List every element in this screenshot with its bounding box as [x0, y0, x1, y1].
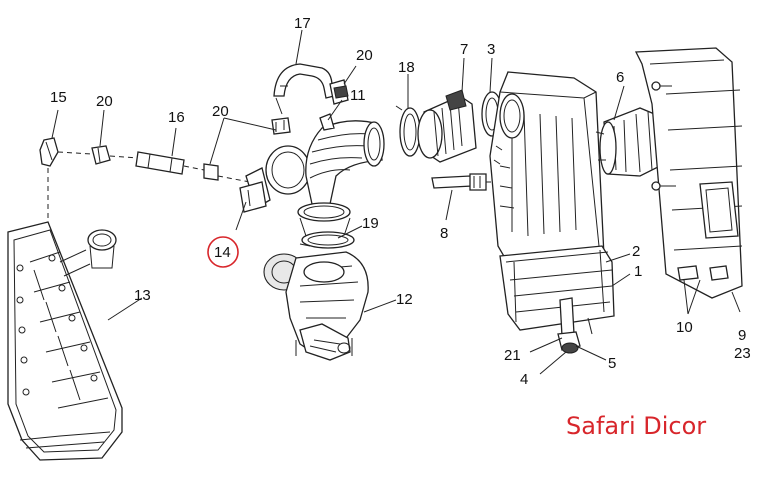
callout-12: 12	[396, 291, 413, 308]
callout-16: 16	[168, 109, 185, 126]
air-inlet-duct-part	[595, 47, 743, 299]
callout-1: 1	[634, 263, 643, 280]
air-temperature-sensor-part	[431, 173, 506, 191]
watermark-text: Safari Dicor	[566, 412, 707, 440]
callout-8: 8	[440, 225, 449, 242]
air-intake-elbow-part	[239, 117, 311, 213]
intake-hose-part	[297, 113, 385, 249]
callout-20-left: 20	[96, 93, 113, 110]
turbocharger-part	[263, 251, 369, 361]
callout-9: 9	[738, 327, 747, 344]
callout-20-mid: 20	[212, 103, 229, 120]
callout-15: 15	[50, 89, 67, 106]
callout-21: 21	[504, 347, 521, 364]
callout-19: 19	[362, 215, 379, 232]
callout-20-top: 20	[356, 47, 373, 64]
callout-14: 14	[214, 244, 231, 261]
callout-23: 23	[734, 345, 751, 362]
callout-4: 4	[520, 371, 529, 388]
mass-air-flow-sensor-part	[395, 89, 503, 163]
air-filter-housing-part	[489, 71, 615, 354]
callout-3: 3	[487, 41, 496, 58]
callout-2: 2	[632, 243, 641, 260]
callout-leader-lines	[51, 29, 741, 375]
callout-18: 18	[398, 59, 415, 76]
callout-7: 7	[460, 41, 469, 58]
callout-11: 11	[350, 87, 366, 104]
breather-line-assembly	[39, 137, 251, 222]
callout-6: 6	[616, 69, 625, 86]
callout-5: 5	[608, 355, 617, 372]
cylinder-head-cover-part	[7, 221, 123, 461]
callout-17: 17	[294, 15, 311, 32]
coolant-pipe-part	[273, 63, 349, 115]
callout-13: 13	[134, 287, 151, 304]
highlight-circle-14	[207, 236, 239, 268]
callout-10: 10	[676, 319, 693, 336]
